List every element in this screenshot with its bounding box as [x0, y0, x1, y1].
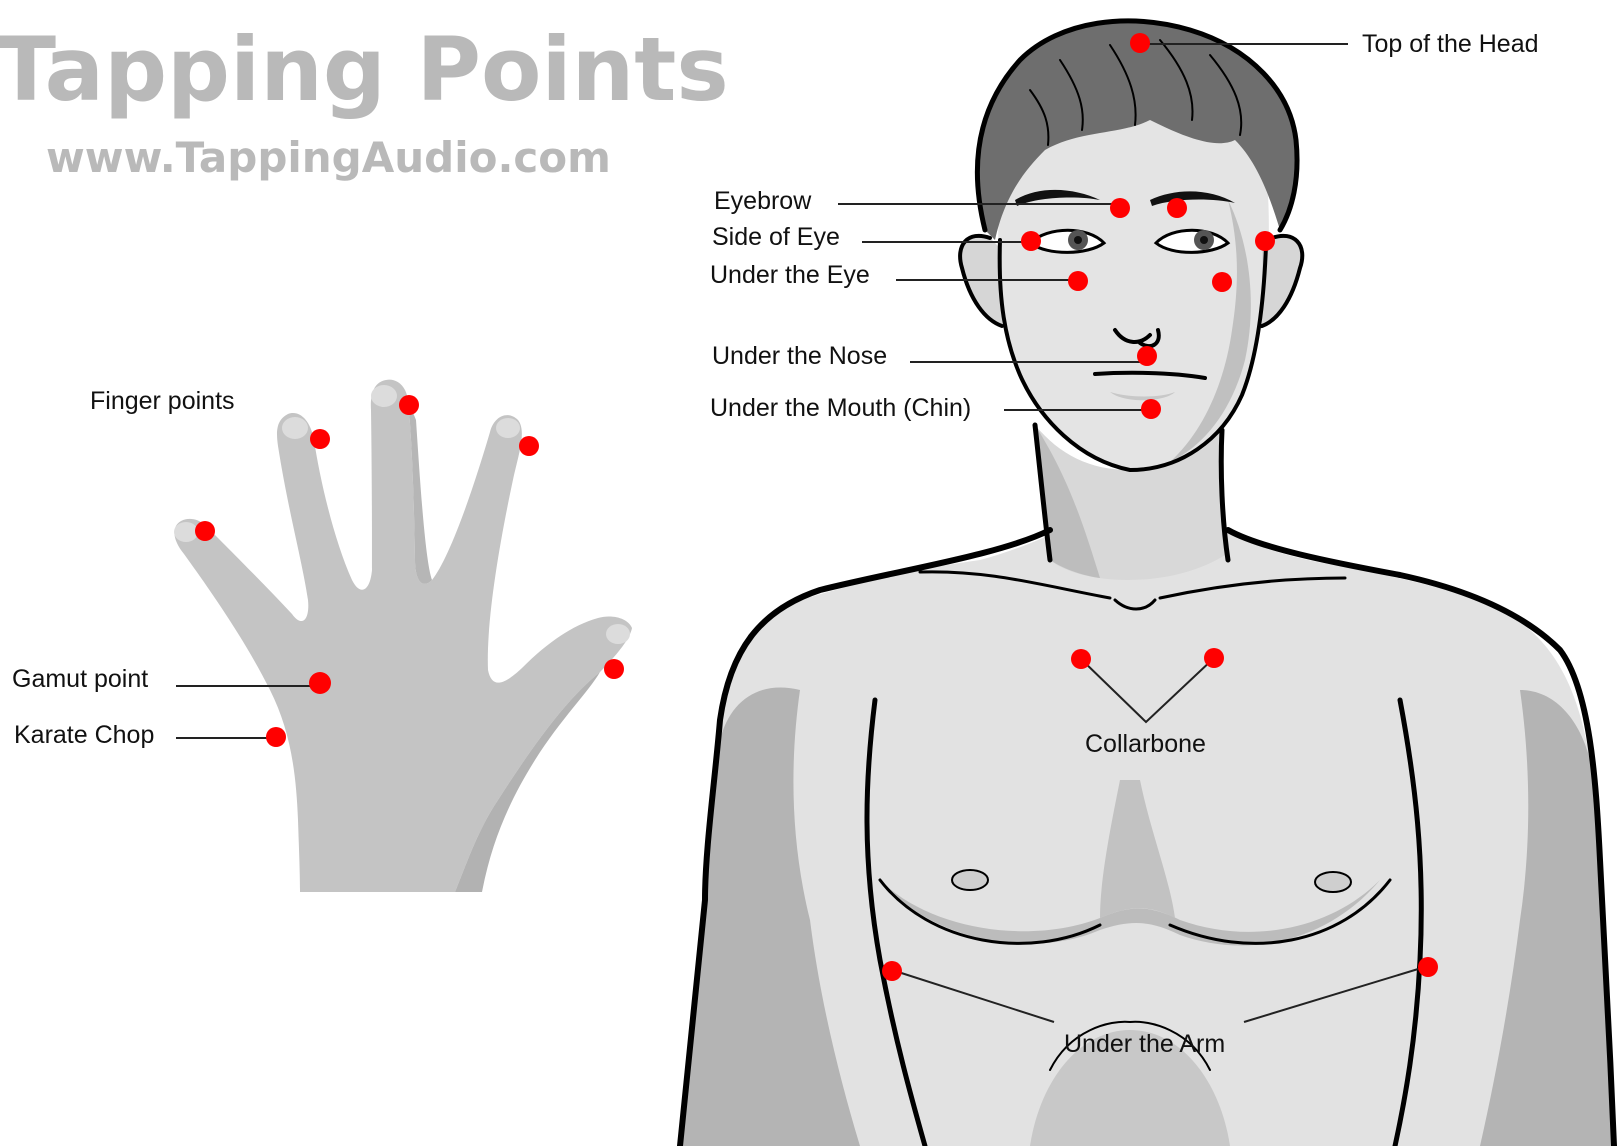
point-side-of-eye-left	[1021, 231, 1041, 251]
website-url: www.TappingAudio.com	[46, 133, 611, 182]
point-finger-middle	[399, 395, 419, 415]
point-gamut	[309, 672, 331, 694]
point-under-arm-right	[1418, 957, 1438, 977]
label-under-eye: Under the Eye	[710, 261, 870, 289]
point-eyebrow-left	[1110, 198, 1130, 218]
torso-illustration	[680, 21, 1614, 1146]
point-eyebrow-right	[1167, 198, 1187, 218]
point-finger-index	[519, 436, 539, 456]
point-under-eye-right	[1212, 272, 1232, 292]
point-under-mouth	[1141, 399, 1161, 419]
point-under-eye-left	[1068, 271, 1088, 291]
label-eyebrow: Eyebrow	[714, 187, 812, 215]
point-finger-little	[195, 521, 215, 541]
point-collarbone-left	[1071, 649, 1091, 669]
label-top-of-head: Top of the Head	[1362, 30, 1539, 58]
label-under-mouth: Under the Mouth (Chin)	[710, 394, 971, 422]
point-under-nose	[1137, 346, 1157, 366]
label-collarbone: Collarbone	[1085, 730, 1206, 758]
hand-illustration	[174, 380, 632, 892]
point-finger-thumb	[604, 659, 624, 679]
label-under-arm: Under the Arm	[1064, 1030, 1225, 1058]
label-gamut-point: Gamut point	[12, 665, 148, 693]
point-under-arm-left	[882, 961, 902, 981]
label-under-nose: Under the Nose	[712, 342, 887, 370]
diagram-title: Tapping Points	[0, 18, 729, 121]
label-side-of-eye: Side of Eye	[712, 223, 840, 251]
point-karate-chop	[266, 727, 286, 747]
point-finger-ring	[310, 429, 330, 449]
point-top-of-head	[1130, 33, 1150, 53]
label-finger-points: Finger points	[90, 387, 235, 415]
label-karate-chop: Karate Chop	[14, 721, 154, 749]
point-collarbone-right	[1204, 648, 1224, 668]
point-side-of-eye-right	[1255, 231, 1275, 251]
